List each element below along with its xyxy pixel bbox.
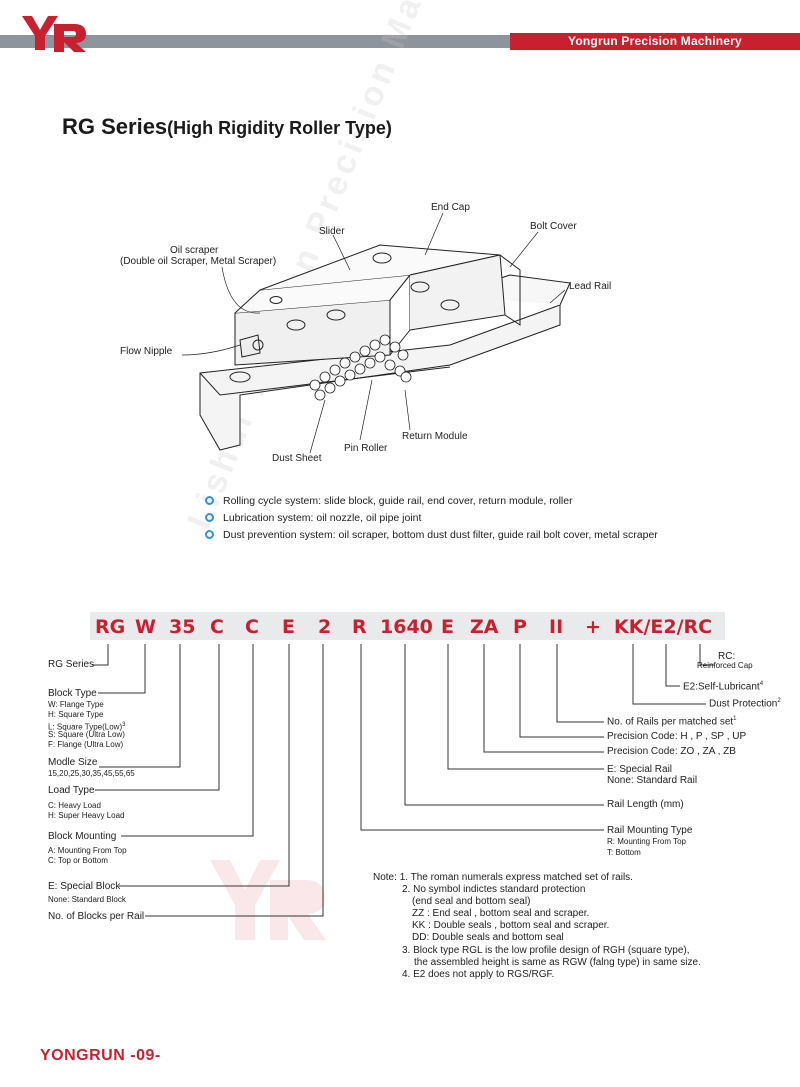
page-number: -09- [130,1047,161,1064]
code-seg-load: C [210,616,224,638]
load-type-opt: H: Super Heavy Load [48,811,125,820]
bullet-circle-icon [205,496,214,505]
code-seg-blocks: 2 [318,616,332,638]
callout-slider: Slider [319,226,345,237]
label-rails-matched: No. of Rails per matched set1 [607,716,737,728]
code-seg-special-rail: E [441,616,454,638]
feature-item: Dust prevention system: oil scraper, bot… [205,526,658,543]
title-main: RG Series [62,114,168,139]
label-precision-1: Precision Code: H , P , SP , UP [607,731,747,742]
label-blocks-per-rail: No. of Blocks per Rail [48,911,145,922]
bullet-circle-icon [205,513,214,522]
rail-mounting-opt: R: Mounting From Top [607,837,686,846]
note-line: the assembled height is same as RGW (fal… [414,956,701,968]
note-line: KK : Double seals , bottom seal and scra… [412,920,610,932]
block-type-opt: W: Flange Type [48,700,104,709]
label-block-type: Block Type [48,688,97,699]
notes-block: Note: 1. The roman numerals express matc… [373,872,701,981]
label-precision-2: Precision Code: ZO , ZA , ZB [607,746,736,757]
callout-end-cap: End Cap [431,202,470,213]
label-block-mounting: Block Mounting [48,831,117,842]
note-line: 3. Block type RGL is the low profile des… [402,944,690,956]
callout-pin-roller: Pin Roller [344,443,388,454]
label-e2: E2:Self-Lubricant4 [683,681,764,693]
model-code-bar [90,612,725,640]
label-special-rail: E: Special Rail [607,764,673,775]
block-type-opt: H: Square Type [48,710,104,719]
code-seg-series: RG [95,616,126,638]
label-dust-protection: Dust Protection2 [709,698,781,710]
code-seg-rails-set: II [549,616,564,638]
code-seg-plus: + [585,616,601,638]
callout-dust-sheet: Dust Sheet [272,453,322,464]
callout-flow-nipple: Flow Nipple [120,346,173,357]
callout-lead-rail: Lead Rail [569,281,612,292]
special-rail-opt: None: Standard Rail [607,775,698,786]
title-sub: (High Rigidity Roller Type) [167,118,392,138]
callout-return-module: Return Module [402,431,468,442]
block-type-opt: F: Flange (Ultra Low) [48,740,124,749]
label-load-type: Load Type [48,785,95,796]
note-line: 4. E2 does not apply to RGS/RGF. [402,968,555,980]
label-rail-length: Rail Length (mm) [607,799,684,810]
feature-item: Rolling cycle system: slide block, guide… [205,492,658,509]
label-rg-series: RG Series [48,659,95,670]
yongrun-logo [22,16,86,52]
watermark-logo [210,860,326,940]
footer: YONGRUN -09- [40,1047,161,1065]
model-size-opts: 15,20,25,30,35,45,55,65 [48,769,135,778]
code-seg-block-type: W [135,616,156,638]
block-type-opt: L: Square Type(Low)3 [48,722,126,732]
block-mounting-opt: C: Top or Bottom [48,856,108,865]
label-rc: RC: [718,651,736,662]
note-line: 2. No symbol indictes standard protectio… [402,884,586,896]
note-line: (end seal and bottom seal) [412,896,531,908]
code-seg-precision: P [513,616,527,638]
callout-oil-scraper-sub: (Double oil Scraper, Metal Scraper) [120,256,277,267]
block-type-opt: S: Square (Ultra Low) [48,730,125,739]
code-seg-precision-zo: ZA [470,616,499,638]
code-seg-rail-length: 1640 [380,616,433,638]
footer-brand: YONGRUN [40,1047,126,1064]
page-title: RG Series(High Rigidity Roller Type) [62,114,392,140]
rail-mounting-opt: T: Bottom [607,848,641,857]
code-seg-options: KK/E2/RC [614,616,713,638]
note-line: Note: 1. The roman numerals express matc… [373,872,633,883]
note-line: DD: Double seals and bottom seal [412,932,564,944]
feature-item: Lubrication system: oil nozzle, oil pipe… [205,509,658,526]
load-type-opt: C: Heavy Load [48,801,101,810]
note-line: ZZ : End seal , bottom seal and scraper. [412,908,590,920]
company-banner: Yongrun Precision Machinery [510,33,800,50]
feature-list: Rolling cycle system: slide block, guide… [205,492,658,543]
code-seg-special-block: E [282,616,295,638]
callout-oil-scraper: Oil scraper [170,245,219,256]
rc-opt: Reinforced Cap [697,661,753,670]
label-special-block: E: Special Block [48,881,121,892]
code-seg-mounting: C [245,616,259,638]
bullet-circle-icon [205,530,214,539]
block-mounting-opt: A: Mounting From Top [48,846,127,855]
callout-bolt-cover: Bolt Cover [530,221,577,232]
label-model-size: Modle Size [48,757,98,768]
code-seg-size: 35 [169,616,196,638]
linear-guide-illustration [181,212,571,454]
label-rail-mounting: Rail Mounting Type [607,825,693,836]
special-block-opt: None: Standard Block [48,895,126,904]
code-seg-rail-mount: R [352,616,367,638]
